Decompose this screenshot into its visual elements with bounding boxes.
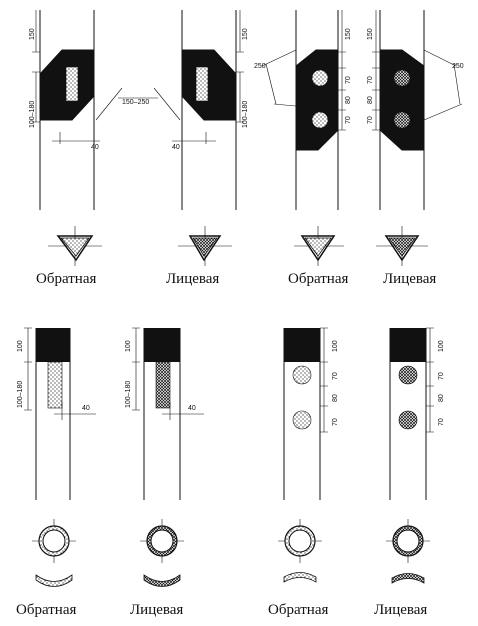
caption-top-2: Лицевая: [166, 271, 220, 287]
reflector-cross: [155, 361, 171, 409]
post-bottom-1: [24, 327, 96, 500]
reflector-cross: [398, 365, 418, 385]
dim-250-a: 250: [254, 63, 266, 70]
black-band: [181, 49, 237, 121]
dim-80-e: 80: [332, 394, 339, 402]
reflector-dots: [195, 66, 209, 102]
ring-section-1: [32, 519, 76, 587]
black-band: [295, 49, 339, 151]
dim-70-c1: 70: [345, 76, 352, 84]
caption-top-1: Обратная: [36, 271, 97, 287]
ring-section-2: [140, 519, 184, 587]
dim-40-d: 40: [188, 405, 196, 412]
dim-100-d: 100: [438, 340, 445, 352]
dim-70-d1: 70: [367, 76, 374, 84]
dim-100-180-d: 100–180: [125, 381, 132, 408]
dim-70-e2: 70: [332, 418, 339, 426]
dim-80-f: 80: [438, 394, 445, 402]
dim-150-c: 150: [345, 28, 352, 40]
triangle-section-2: [178, 226, 232, 266]
dim-70-e1: 70: [332, 372, 339, 380]
dim-70-f1: 70: [438, 372, 445, 380]
reflector-dots: [47, 361, 63, 409]
post-top-3: [261, 10, 346, 210]
dim-70-c2: 70: [345, 116, 352, 124]
black-band: [284, 328, 320, 362]
black-band: [144, 328, 180, 362]
caption-top-3: Обратная: [288, 271, 349, 287]
dim-100-b: 100: [125, 340, 132, 352]
dim-100-c: 100: [332, 340, 339, 352]
dim-100-180-a: 100–180: [29, 101, 36, 128]
post-bottom-2: [132, 327, 204, 500]
triangle-section-3: [294, 226, 344, 266]
reflector-dots: [311, 69, 329, 87]
dim-150-b: 150: [242, 28, 249, 40]
dim-40-b: 40: [172, 144, 180, 151]
reflector-dots: [311, 111, 329, 129]
dim-150-d: 150: [367, 28, 374, 40]
dim-40-a: 40: [91, 144, 99, 151]
caption-bottom-1: Обратная: [16, 602, 77, 618]
reflector-dots: [65, 66, 79, 102]
triangle-section-4: [376, 226, 428, 266]
dim-100-a: 100: [17, 340, 24, 352]
dim-80-c: 80: [345, 96, 352, 104]
dim-70-d2: 70: [367, 116, 374, 124]
black-band: [379, 49, 425, 151]
caption-top-4: Лицевая: [383, 271, 437, 287]
caption-bottom-2: Лицевая: [130, 602, 184, 618]
dim-70-f2: 70: [438, 418, 445, 426]
dim-250-b: 250: [452, 63, 464, 70]
caption-bottom-4: Лицевая: [374, 602, 428, 618]
reflector-cross: [393, 111, 411, 129]
dim-100-180-c: 100–180: [17, 381, 24, 408]
ring-section-3: [278, 519, 322, 583]
black-band: [36, 328, 70, 362]
reflector-cross: [398, 410, 418, 430]
caption-bottom-3: Обратная: [268, 602, 329, 618]
triangle-section-1: [48, 226, 102, 266]
post-top-1: [32, 10, 100, 210]
reflector-dots: [292, 410, 312, 430]
post-top-4: [372, 10, 463, 210]
reflector-dots: [292, 365, 312, 385]
dim-40-c: 40: [82, 405, 90, 412]
dim-150-a: 150: [29, 28, 36, 40]
dim-80-d: 80: [367, 96, 374, 104]
ring-section-4: [386, 519, 430, 584]
dim-150-250: 150–250: [122, 99, 149, 106]
reflector-cross: [393, 69, 411, 87]
dim-100-180-b: 100–180: [242, 101, 249, 128]
post-top-2: [172, 10, 244, 210]
post-bottom-4: [389, 327, 434, 500]
black-band: [390, 328, 426, 362]
post-bottom-3: [283, 327, 328, 500]
